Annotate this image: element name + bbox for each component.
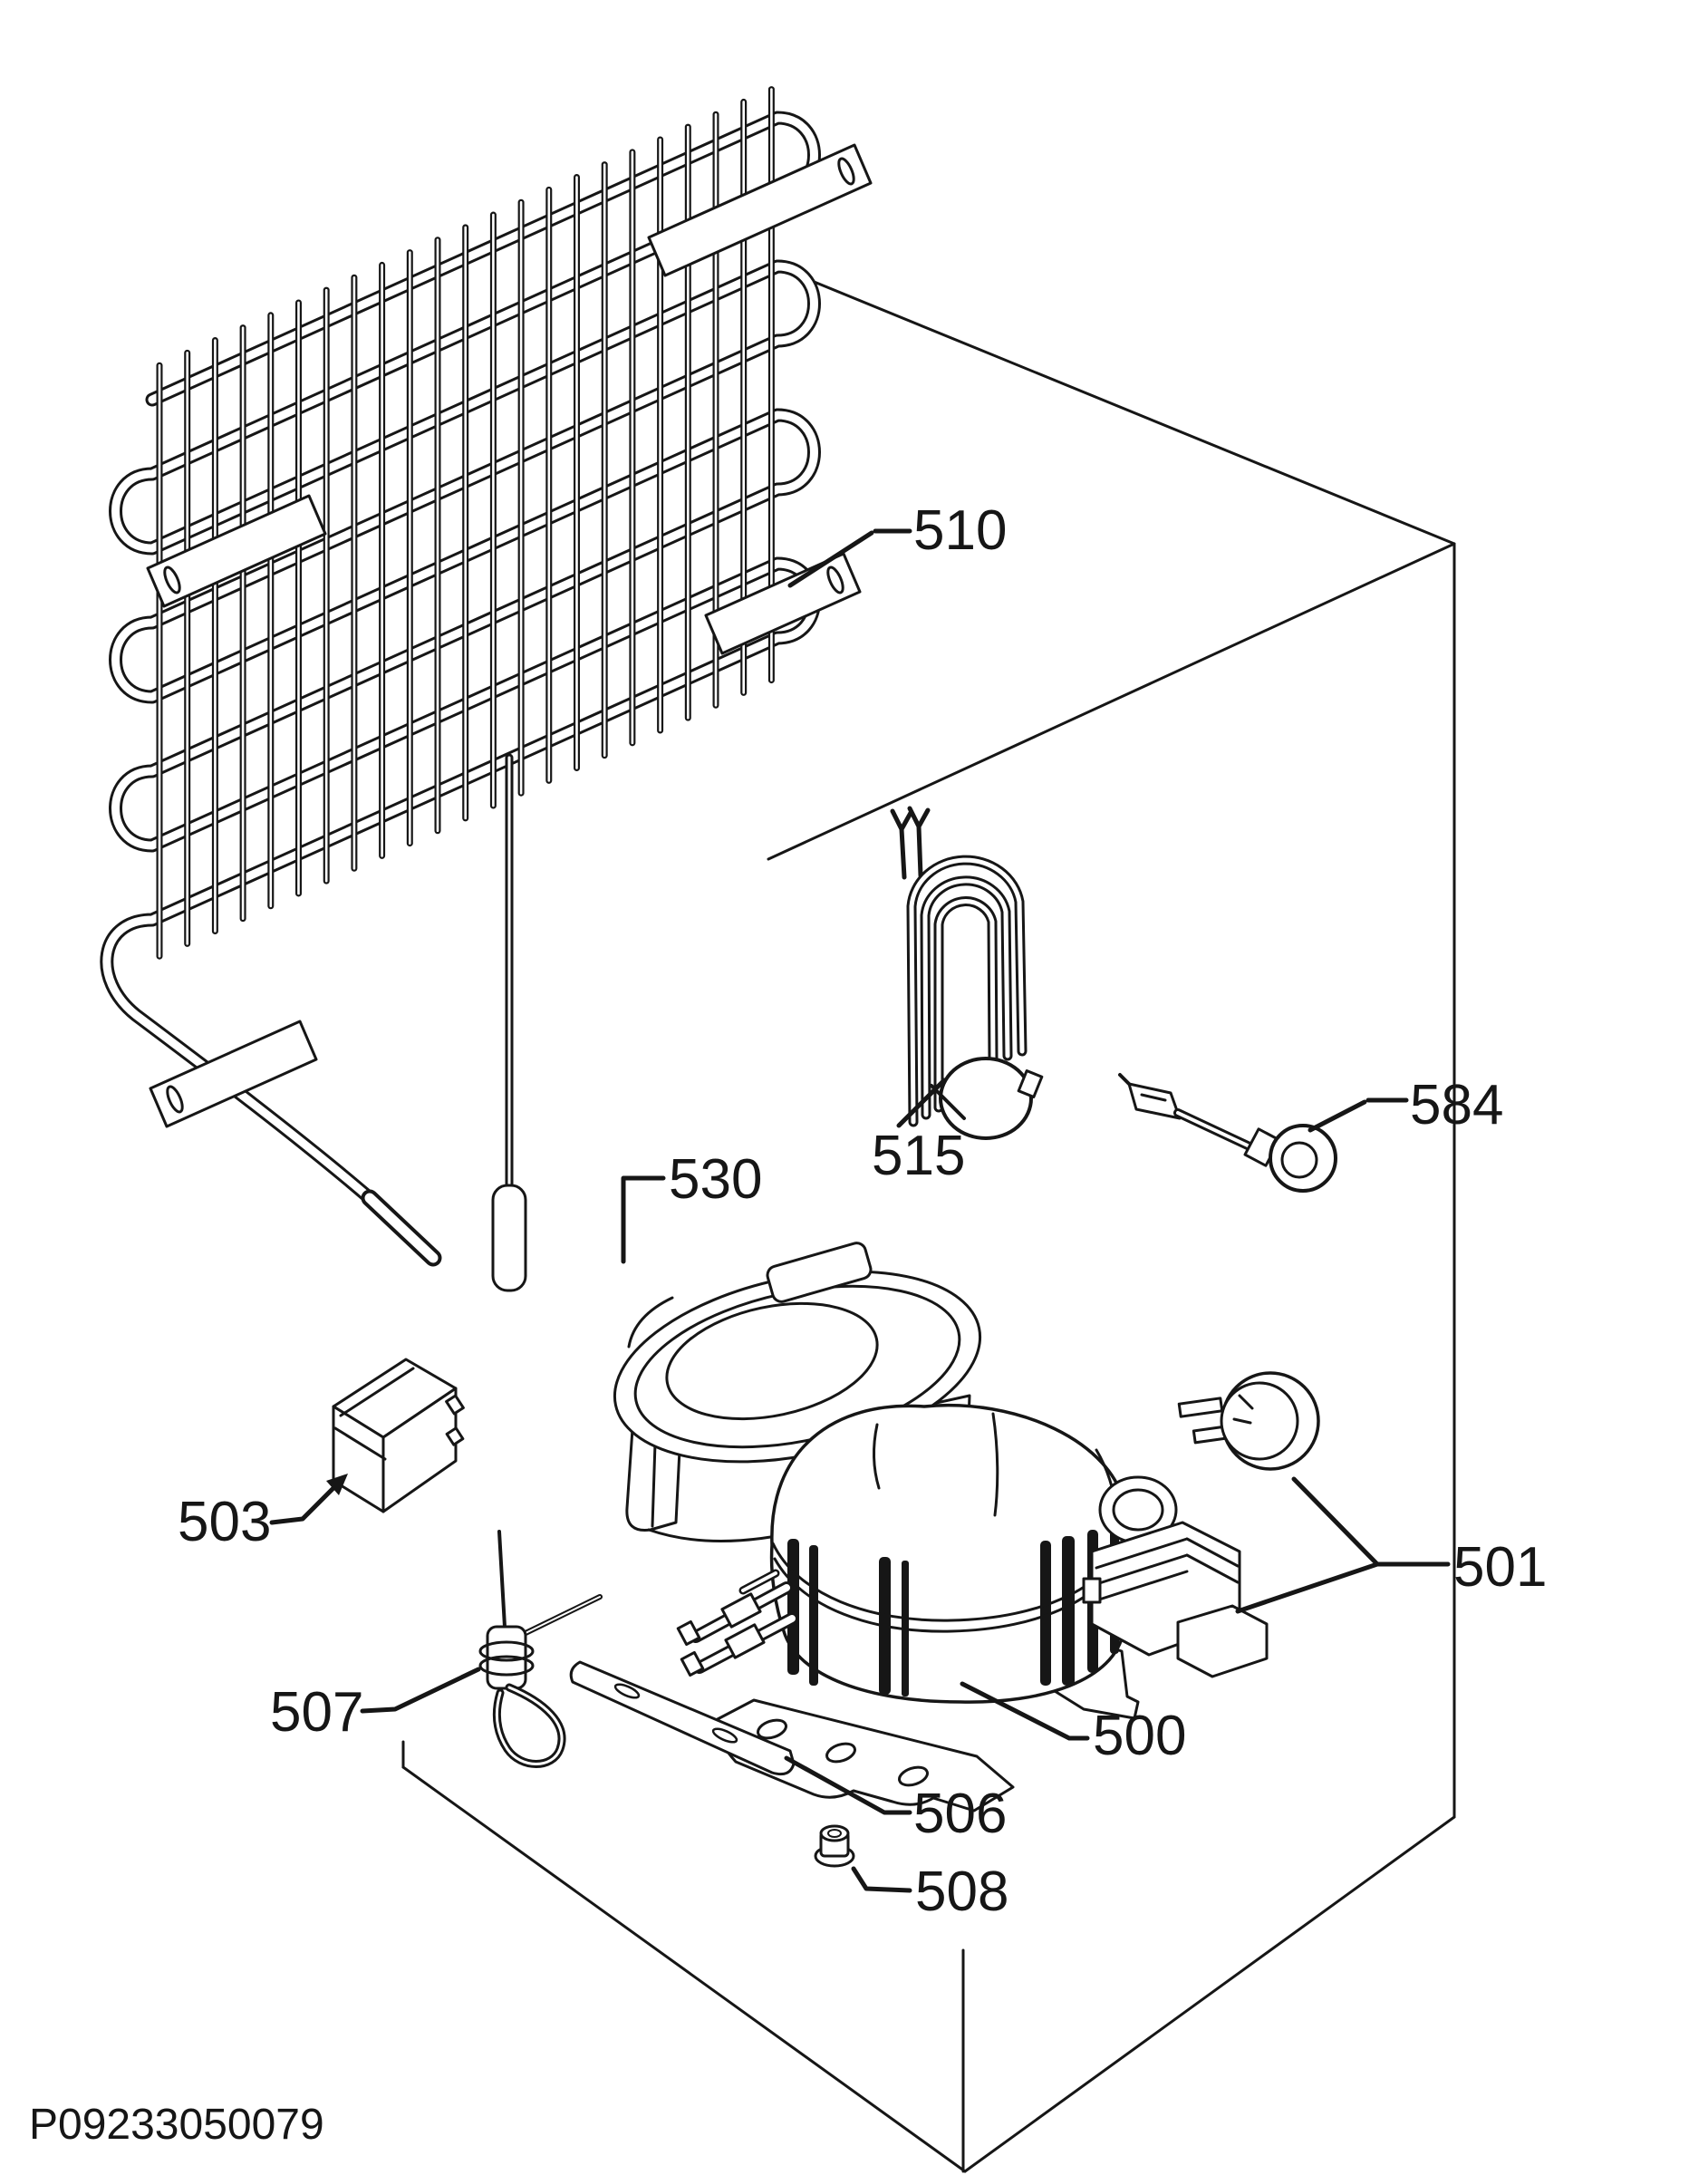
part-label-506: 506 xyxy=(913,1783,1007,1845)
mounting-strap-mid-right xyxy=(704,552,862,655)
part-label-584: 584 xyxy=(1410,1074,1503,1136)
label-510: 510 xyxy=(787,499,1007,588)
label-530: 530 xyxy=(621,1148,762,1264)
thermo-fuse xyxy=(1118,1073,1337,1193)
condenser-grid xyxy=(100,86,873,1292)
label-506: 506 xyxy=(784,1755,1007,1845)
condenser-wires xyxy=(156,86,775,960)
part-label-501: 501 xyxy=(1453,1536,1547,1599)
mounting-rail xyxy=(569,1660,796,1776)
part-label-515: 515 xyxy=(872,1125,965,1187)
temperature-probe xyxy=(478,1530,603,1768)
part-label-500: 500 xyxy=(1093,1705,1186,1767)
mounting-strap-top-right xyxy=(647,143,873,277)
defrost-heater xyxy=(890,806,1044,1140)
label-503: 503 xyxy=(178,1474,348,1553)
labels: 510 515 584 530 503 507 501 500 xyxy=(29,499,1547,2149)
relay-and-capacitor xyxy=(1082,1371,1320,1678)
label-501: 501 xyxy=(1235,1476,1547,1614)
part-label-510: 510 xyxy=(913,499,1007,562)
label-584: 584 xyxy=(1308,1074,1503,1136)
compartment-outline xyxy=(401,263,1456,2173)
start-device-box xyxy=(332,1358,465,1513)
nut xyxy=(814,1824,855,1868)
mounting-strap-upper-left xyxy=(146,494,327,608)
label-515: 515 xyxy=(872,1078,965,1187)
part-label-507: 507 xyxy=(270,1681,363,1744)
part-label-530: 530 xyxy=(669,1148,762,1211)
part-label-508: 508 xyxy=(915,1861,1008,1923)
filter-dryer xyxy=(491,753,527,1292)
label-507: 507 xyxy=(270,1667,481,1744)
label-500: 500 xyxy=(960,1681,1186,1767)
drawing-number: P09233050079 xyxy=(29,2101,324,2149)
label-508: 508 xyxy=(851,1861,1008,1923)
part-label-503: 503 xyxy=(178,1491,271,1553)
mounting-strap-lower-left xyxy=(149,1020,318,1128)
